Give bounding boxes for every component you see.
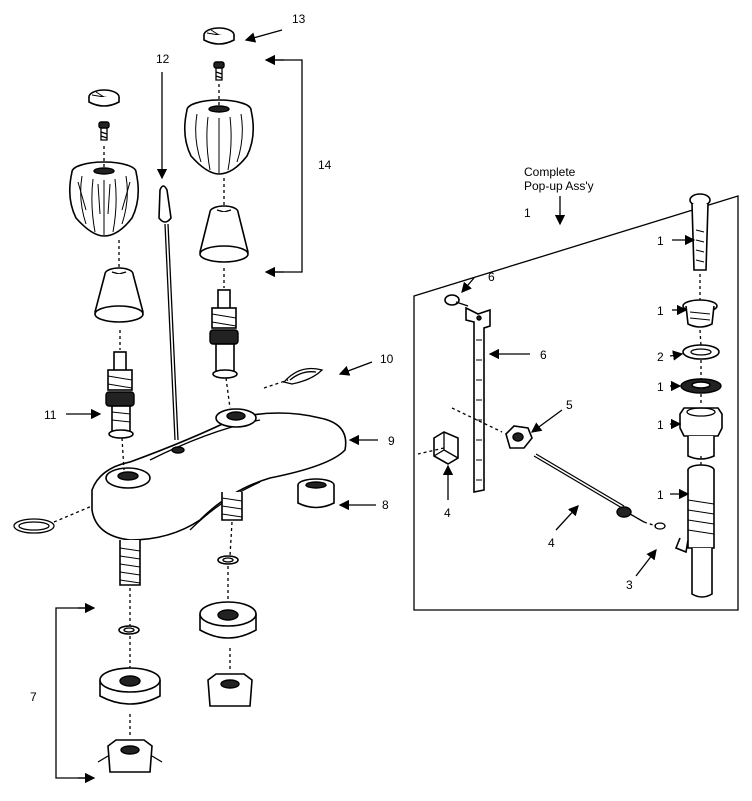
callout-7: 7 — [30, 690, 37, 704]
lift-rod — [158, 185, 179, 441]
callout-4-clip: 4 — [444, 506, 451, 520]
clip-4 — [433, 431, 459, 465]
callout-1-flange: 1 — [657, 304, 664, 318]
callout-6-strap: 6 — [540, 348, 547, 362]
callout-13: 13 — [292, 12, 306, 26]
callout-4-rod: 4 — [548, 536, 555, 550]
bracket-7 — [55, 602, 96, 784]
drain-body — [674, 464, 715, 598]
base-o-ring — [13, 518, 55, 534]
washer-2 — [682, 344, 720, 360]
left-mounting-hardware — [97, 625, 163, 773]
right-handle-stack — [183, 27, 255, 379]
locknut — [679, 407, 723, 460]
pivot-rod-4 — [533, 453, 645, 523]
pivot-nut-5 — [505, 425, 533, 449]
centre-lines — [53, 84, 289, 738]
right-index-cap — [203, 27, 235, 45]
callout-12: 12 — [156, 52, 170, 66]
left-cartridge — [105, 351, 135, 439]
callout-6-knob: 6 — [488, 270, 495, 284]
aerator — [297, 478, 335, 509]
right-mounting-hardware — [199, 555, 257, 707]
right-cartridge — [209, 289, 239, 379]
inset-leader-arrows — [442, 234, 696, 577]
right-handle-screw — [213, 61, 225, 81]
callout-8: 8 — [382, 498, 389, 512]
callout-1-nut: 1 — [657, 418, 664, 432]
inset-title-line1: Complete — [524, 165, 576, 179]
leader-arrows — [66, 29, 378, 511]
callout-9: 9 — [388, 434, 395, 448]
bracket-14 — [264, 54, 303, 278]
left-index-cap — [88, 89, 120, 107]
left-stem-cap — [94, 267, 144, 323]
callout-1-stopper: 1 — [657, 234, 664, 248]
popup-inset — [413, 193, 739, 611]
callout-1-body: 1 — [657, 488, 664, 502]
strap-6 — [444, 294, 491, 493]
callout-5: 5 — [566, 398, 573, 412]
popup-stopper — [689, 193, 711, 271]
left-handle-knob — [68, 161, 140, 237]
drain-flange — [682, 299, 718, 328]
faucet-body — [91, 408, 347, 586]
callout-3: 3 — [626, 578, 633, 592]
left-handle-screw — [98, 121, 110, 141]
callout-1-gasket: 1 — [657, 380, 664, 394]
callout-1-title: 1 — [524, 206, 531, 220]
callout-2-washer: 2 — [657, 350, 664, 364]
inset-title-line2: Pop-up Ass'y — [524, 179, 594, 193]
callout-14: 14 — [318, 158, 332, 172]
callout-10: 10 — [380, 352, 394, 366]
gasket-dark — [680, 378, 722, 394]
washer-3 — [654, 522, 666, 530]
left-handle-stack — [68, 89, 144, 439]
gasket-10 — [282, 367, 324, 385]
callout-11: 11 — [44, 408, 57, 422]
right-stem-cap — [199, 205, 249, 263]
right-handle-knob — [183, 99, 255, 175]
